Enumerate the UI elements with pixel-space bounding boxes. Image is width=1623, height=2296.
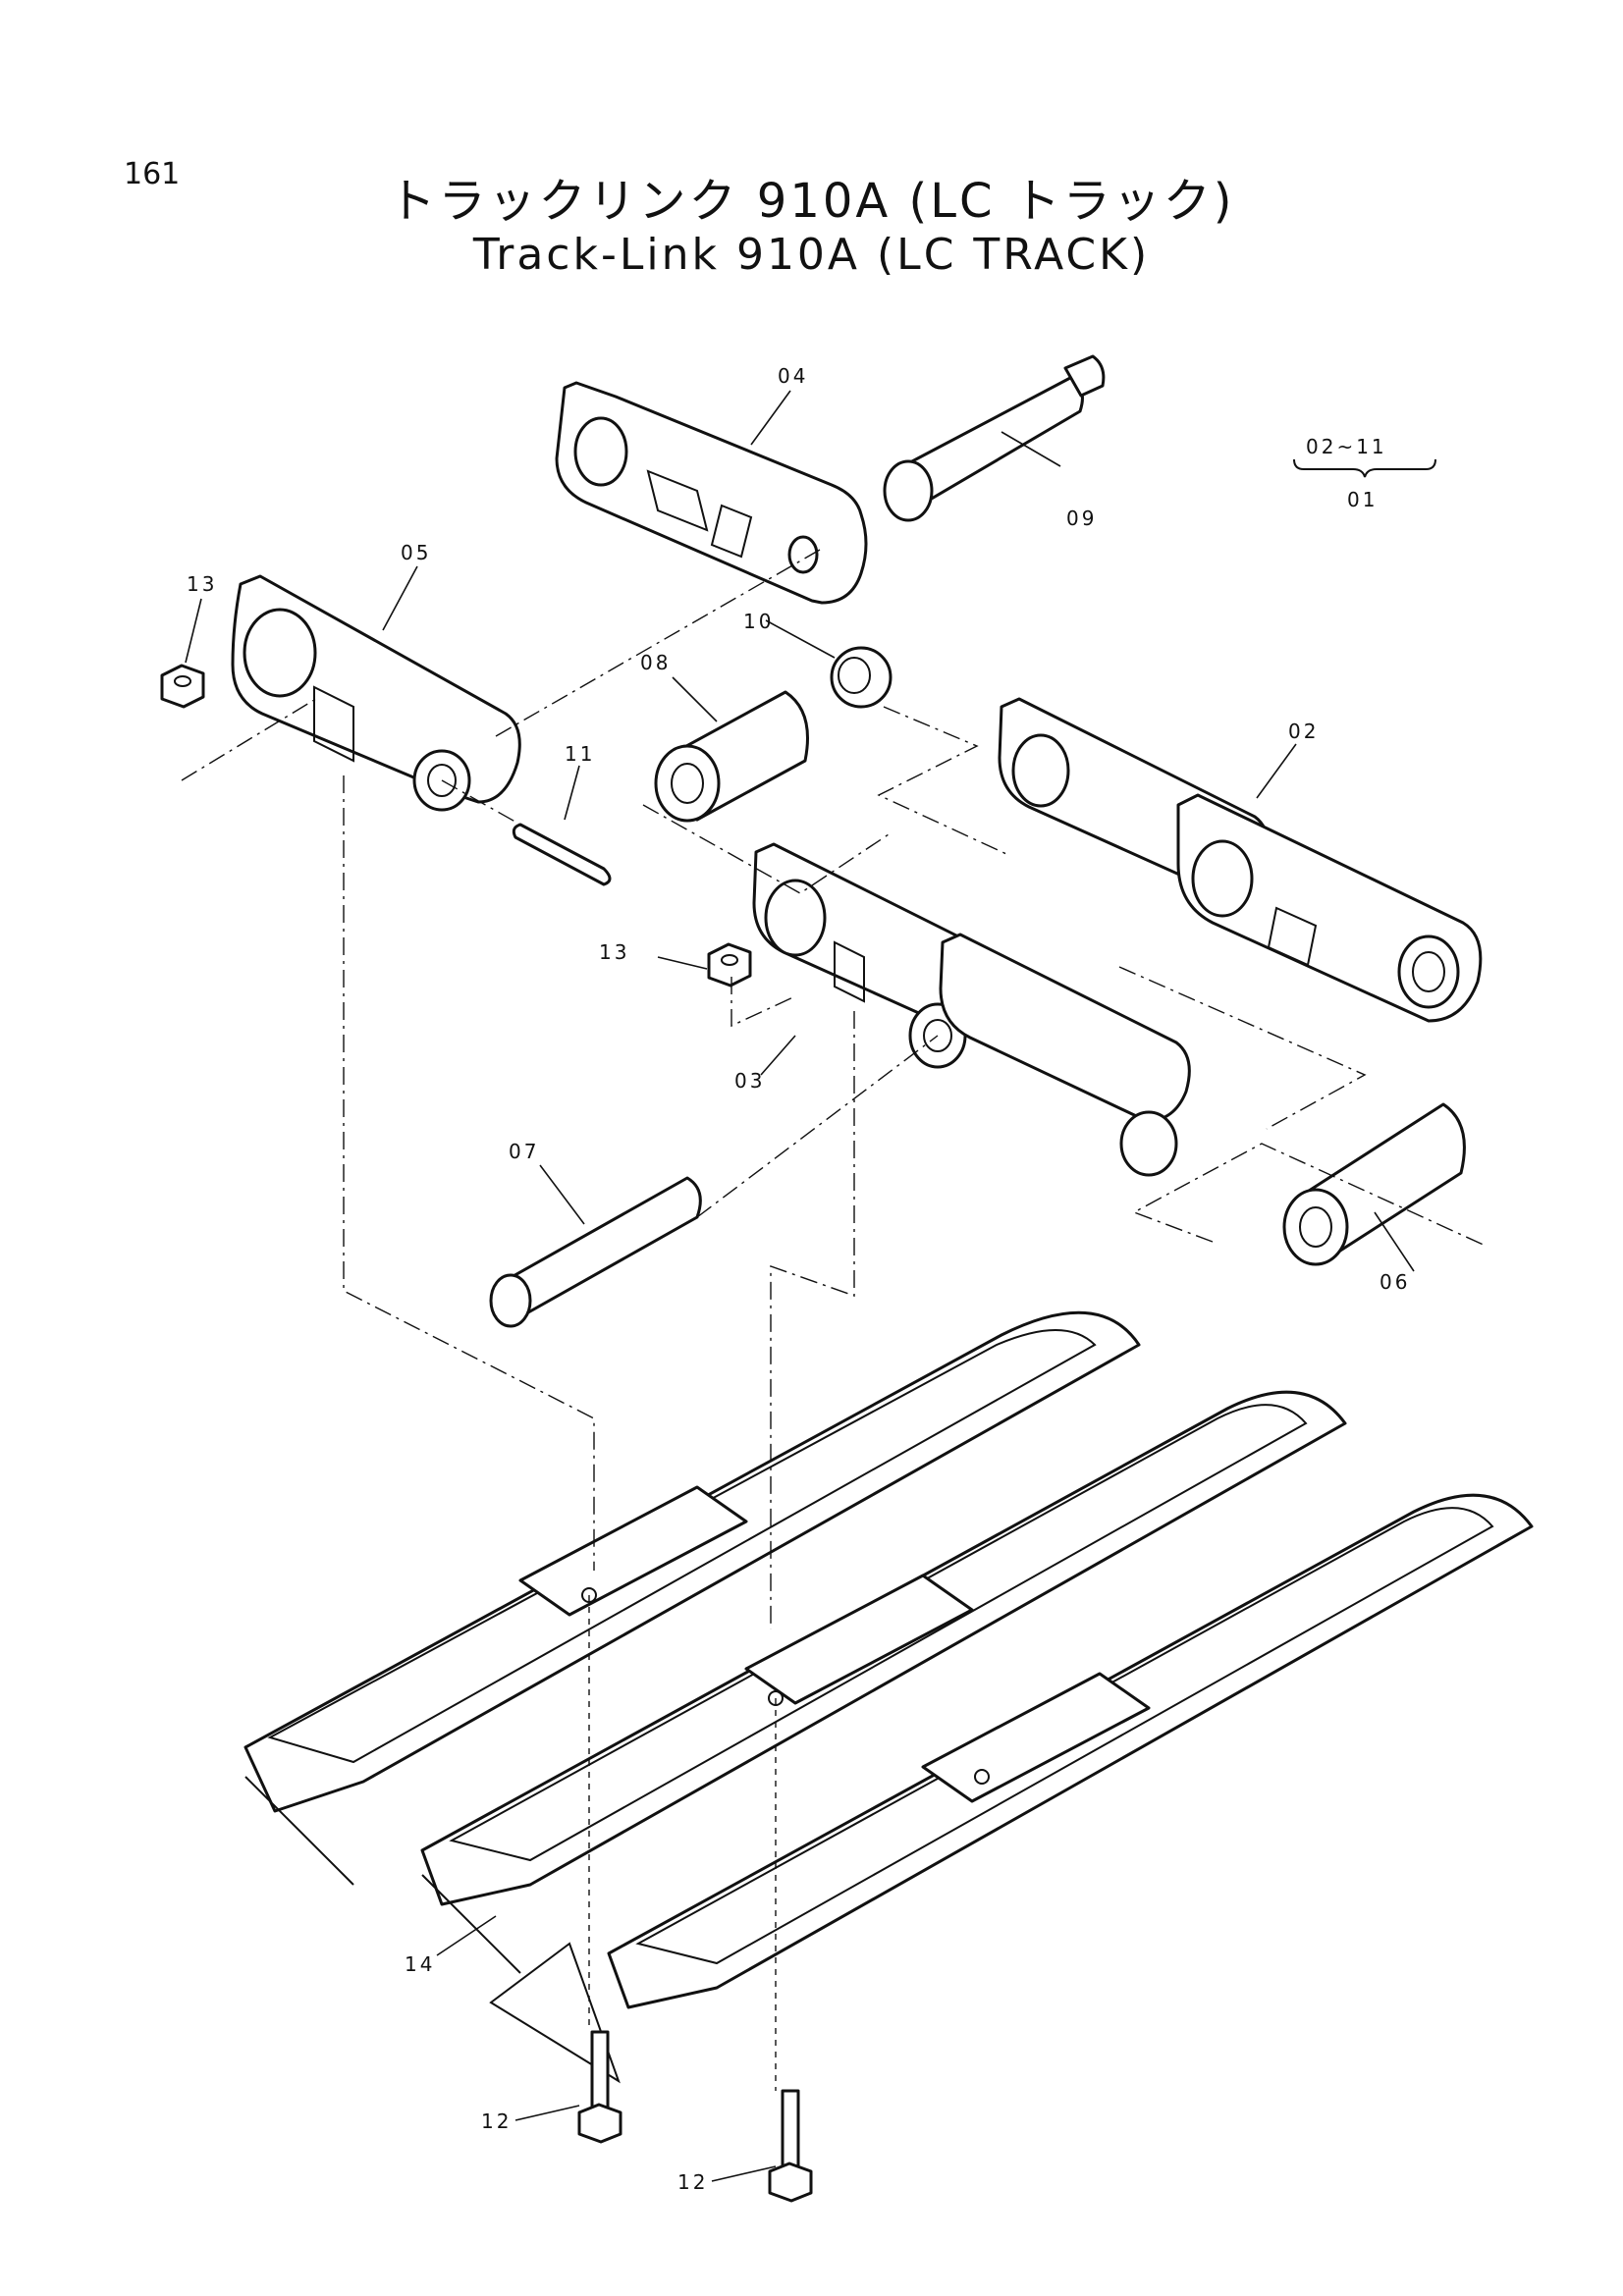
part-12-bolt-right [768,2089,813,2203]
callout-09: 09 [1066,507,1097,530]
callout-06: 06 [1380,1270,1410,1294]
part-03-link-assembly [752,842,1191,1177]
callout-04: 04 [778,364,808,388]
part-10-seal [830,646,893,709]
alignment-lines [181,549,1488,2091]
part-12-bolt-left [577,2030,622,2144]
assembly-note: 02~11 01 [1293,435,1436,511]
page-number: 161 [124,157,181,191]
callout-02: 02 [1288,720,1319,743]
callout-03: 03 [734,1069,765,1093]
callout-08: 08 [640,651,671,674]
assembly-range-label: 02~11 [1306,435,1387,458]
part-04-link [555,381,868,605]
part-11-lock-pin [512,823,612,886]
part-13-nut-middle [707,942,752,988]
part-14-track-shoes [243,1310,1534,2084]
callout-05: 05 [401,541,431,564]
part-06-bushing [1282,1102,1466,1266]
title-english: Track-Link 910A (LC TRACK) [472,230,1151,280]
part-05-link [231,574,521,812]
part-07-pin [489,1176,702,1328]
callout-labels: 04 09 05 13 10 08 11 02 13 03 07 06 14 1… [187,364,1410,2194]
callout-12-left: 12 [481,2109,512,2133]
part-02-link-pair [998,697,1483,1023]
callout-12-right: 12 [677,2170,708,2194]
callout-11: 11 [565,742,595,766]
callout-13-middle: 13 [599,940,629,964]
callout-14: 14 [405,1952,435,1976]
part-08-bushing [654,690,809,823]
part-13-nut-left [160,664,205,709]
leader-lines [185,390,1415,2182]
callout-10: 10 [743,610,774,633]
callout-07: 07 [509,1140,539,1163]
assembly-brace [1293,458,1436,478]
title-japanese: トラックリンク 910A (LC トラック) [388,174,1235,229]
assembly-number-label: 01 [1347,488,1378,511]
callout-13-left: 13 [187,572,217,596]
part-09-pin [883,354,1106,522]
